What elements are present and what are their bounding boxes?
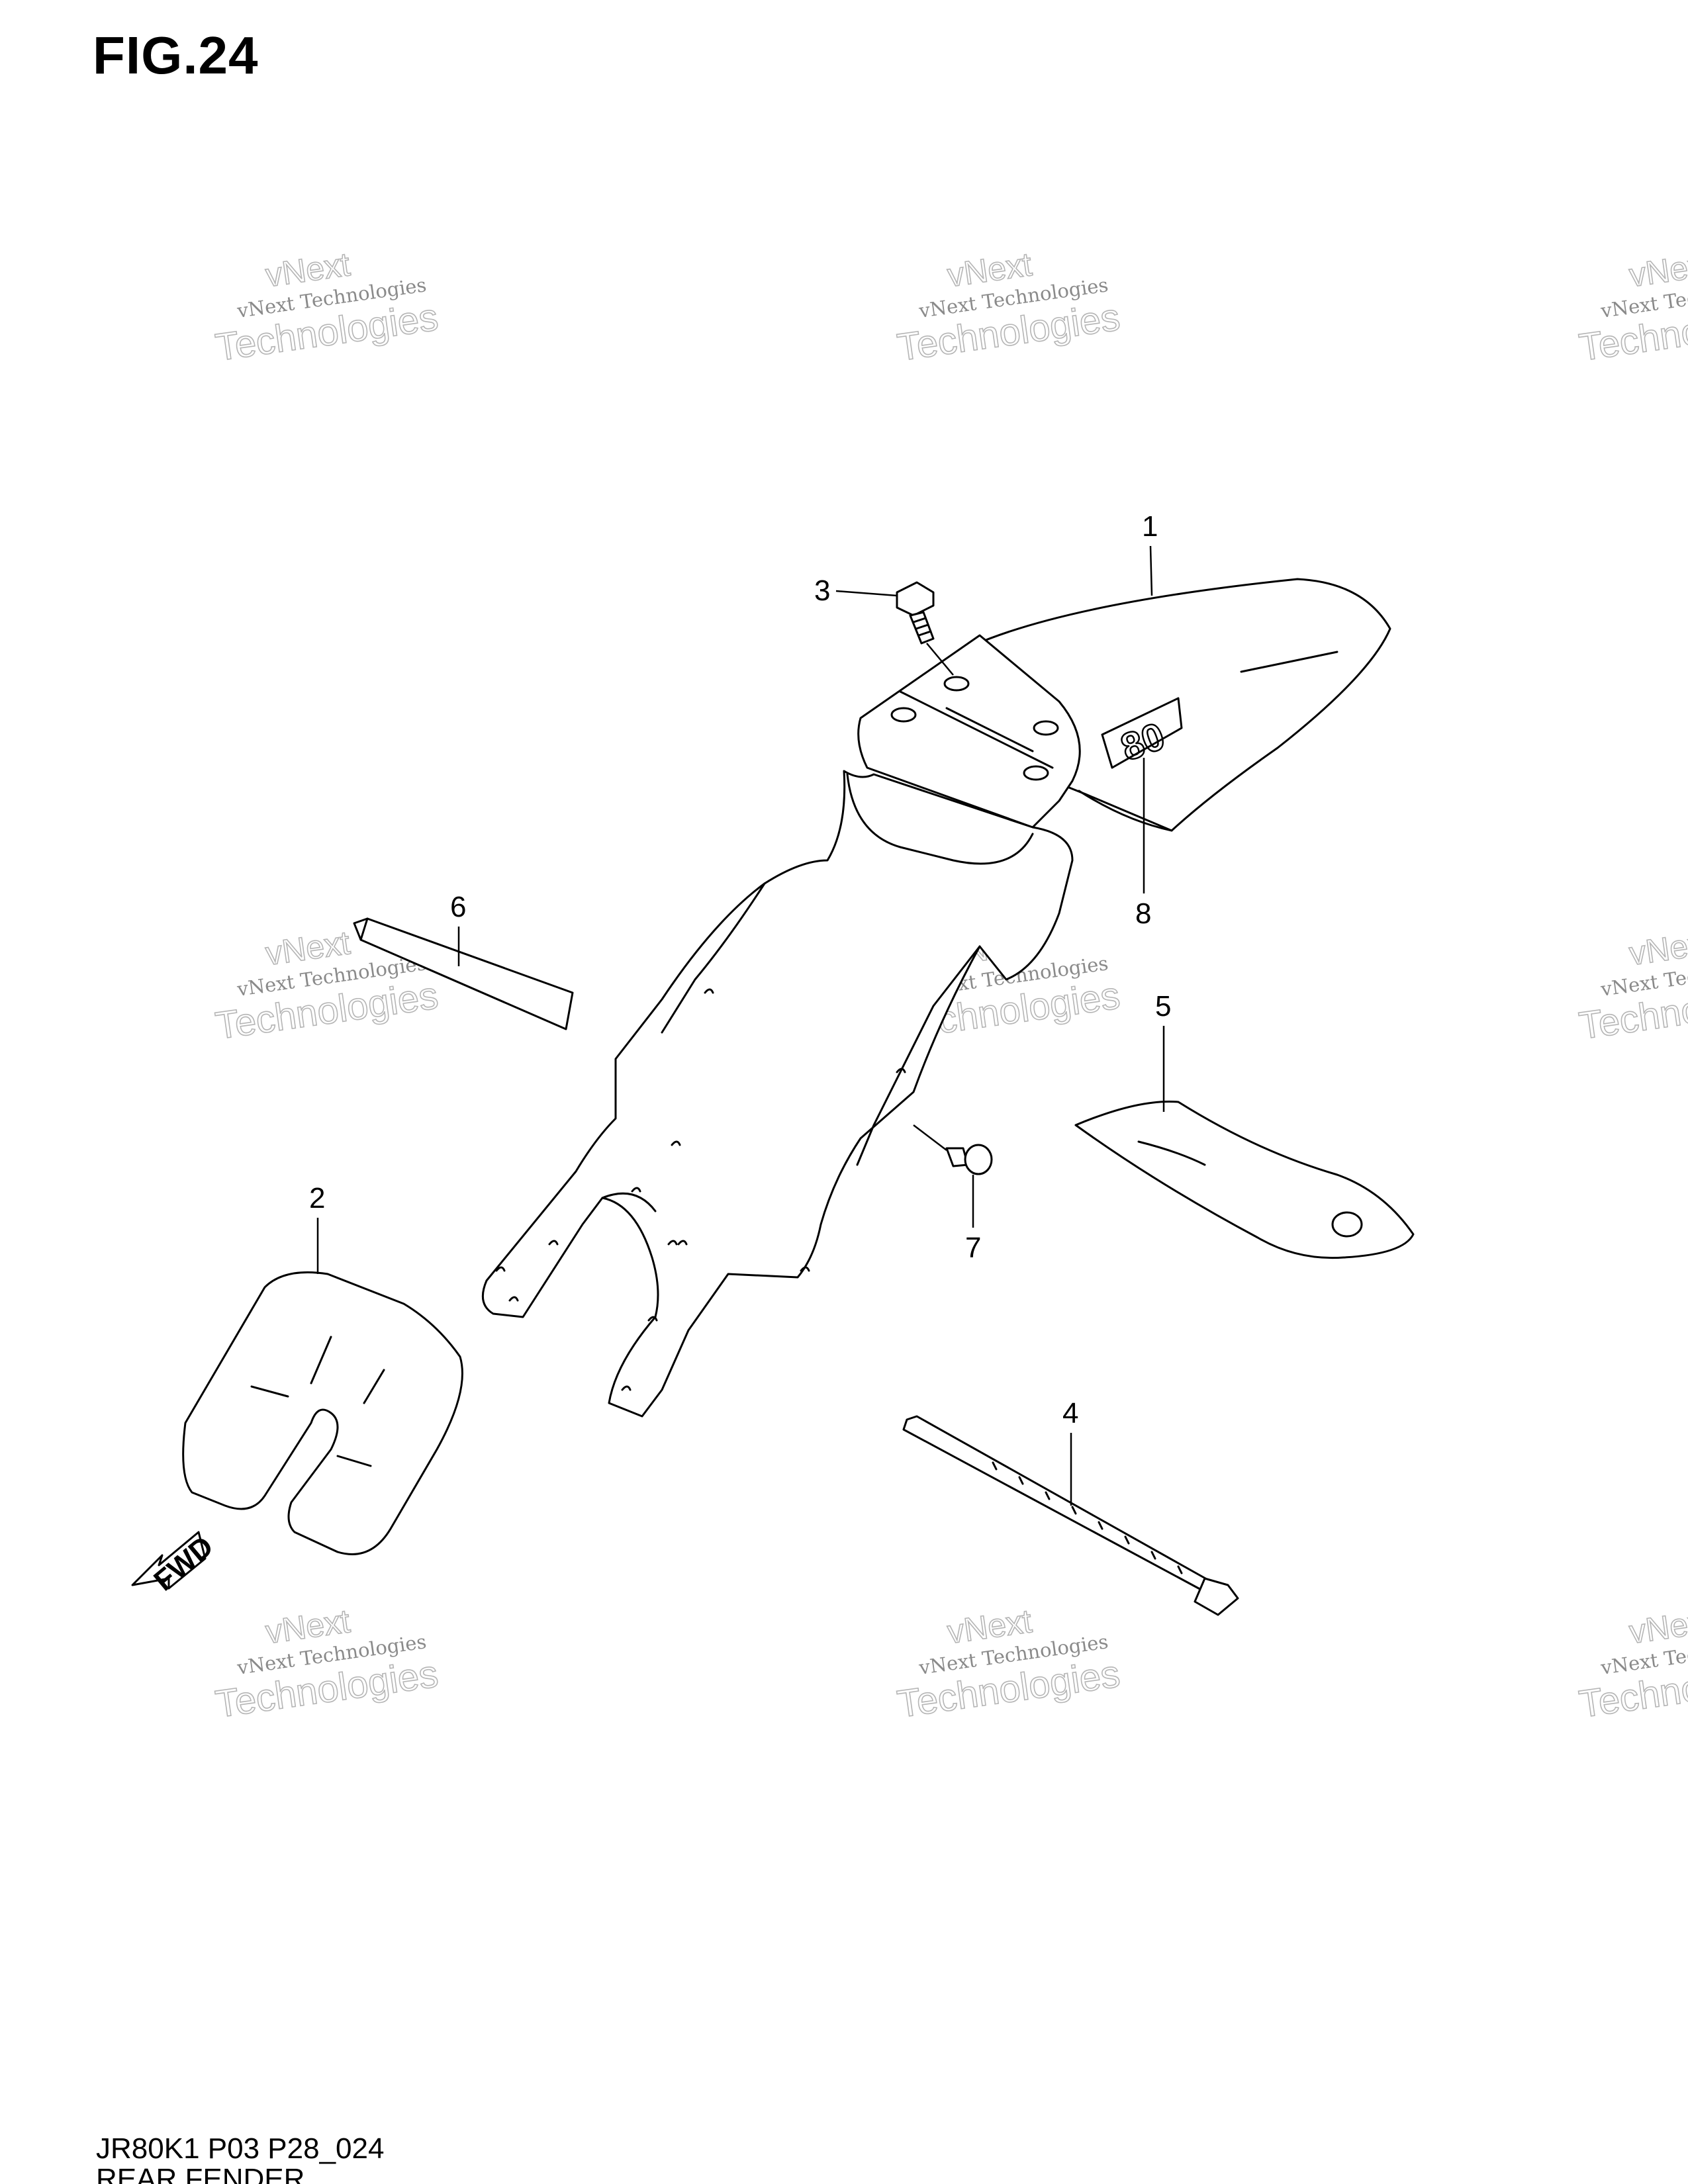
watermark: vNext vNext Technologies Technologies xyxy=(1576,1602,1688,1726)
callout-1: 1 xyxy=(1142,510,1158,543)
bolt-thread xyxy=(912,617,932,637)
leader-3b xyxy=(926,643,954,676)
tail-slot xyxy=(548,1240,559,1246)
cushion-strip-drawing xyxy=(353,917,574,1030)
bolt-head xyxy=(896,581,935,617)
watermark: vNext vNext Technologies Technologies xyxy=(894,1602,1123,1726)
screw-head xyxy=(964,1144,993,1175)
tail-slot xyxy=(677,1240,688,1246)
watermark: vNext vNext Technologies Technologies xyxy=(894,245,1123,369)
callout-6: 6 xyxy=(450,891,466,923)
tail-slot xyxy=(667,1240,678,1246)
mount-hole xyxy=(943,676,970,692)
cable-tie-head xyxy=(1194,1577,1239,1616)
watermark-brand: vNext xyxy=(1627,924,1688,972)
mud-flap-line xyxy=(310,1336,332,1385)
leader-3 xyxy=(835,590,898,597)
tail-slot xyxy=(495,1266,506,1272)
tail-slot xyxy=(800,1266,810,1272)
watermark: vNext vNext Technologies Technologies xyxy=(212,1602,442,1726)
forward-direction-arrow: FWD xyxy=(131,1530,220,1598)
tail-slot xyxy=(896,1068,906,1073)
emblem-plate xyxy=(1101,697,1183,769)
callout-8: 8 xyxy=(1135,897,1151,930)
tail-side-edge xyxy=(856,945,981,1166)
mud-flap-drawing xyxy=(182,1271,463,1555)
tail-inner-ridge xyxy=(846,773,1034,865)
diagram-code: JR80K1 P03 P28_024 xyxy=(96,2132,385,2165)
tail-left-rib xyxy=(661,882,766,1034)
fwd-arrow-shape xyxy=(131,1531,207,1590)
mud-flap-line xyxy=(336,1455,372,1467)
leader-7b xyxy=(913,1124,947,1151)
watermark-brand: vNext xyxy=(1627,1602,1688,1651)
cushion-crease xyxy=(1137,1140,1206,1166)
figure-title: FIG.24 xyxy=(93,26,259,85)
mud-flap-line xyxy=(363,1369,385,1404)
mount-hole xyxy=(890,707,917,723)
tail-slot xyxy=(671,1140,681,1146)
rear-fender-drawing xyxy=(481,578,1391,1418)
fender-rear-rim xyxy=(1078,790,1173,832)
tail-slot xyxy=(621,1385,632,1391)
watermark: vNext vNext Technologies Technologies xyxy=(212,245,442,369)
watermark: vNext vNext Technologies Technologies xyxy=(1576,923,1688,1048)
tail-slot xyxy=(631,1187,641,1193)
tail-slot xyxy=(704,988,714,994)
mount-hole xyxy=(1033,720,1059,736)
cushion-strip xyxy=(353,917,574,1030)
fender-top-crease xyxy=(1240,651,1338,673)
tail-slot xyxy=(647,1316,658,1322)
leader-1 xyxy=(1149,545,1153,596)
tail-center-notch xyxy=(601,1192,657,1212)
fender-mount-ridge xyxy=(945,707,1034,752)
cushion-strip-edge xyxy=(359,917,369,941)
mud-flap-line xyxy=(250,1385,289,1398)
screw-drawing xyxy=(945,1144,993,1175)
bolt-drawing xyxy=(896,581,935,645)
cable-tie-strap xyxy=(902,1415,1213,1593)
callout-2: 2 xyxy=(309,1182,325,1214)
callout-4: 4 xyxy=(1062,1397,1078,1430)
emblem-80-drawing: 80 xyxy=(1101,697,1183,770)
fwd-label: FWD xyxy=(148,1530,219,1598)
cushion-hole xyxy=(1331,1211,1363,1238)
cushion-drawing xyxy=(1074,1100,1415,1259)
mount-hole xyxy=(1023,765,1049,781)
fender-mount-plate xyxy=(857,634,1081,829)
callout-5: 5 xyxy=(1155,990,1171,1023)
callout-7: 7 xyxy=(965,1232,981,1264)
callouts: 1 3 8 6 5 7 2 4 xyxy=(309,510,1171,1506)
cushion xyxy=(1074,1100,1415,1259)
callout-3: 3 xyxy=(814,574,830,607)
watermark-brand: vNext xyxy=(1627,246,1688,294)
mud-flap xyxy=(182,1271,463,1555)
diagram-section-name: REAR FENDER xyxy=(96,2163,305,2184)
fender-tail xyxy=(481,770,1074,1418)
watermark: vNext vNext Technologies Technologies xyxy=(1576,245,1688,369)
fender-mount-ridge xyxy=(899,690,1054,769)
tail-slot xyxy=(508,1296,519,1302)
cable-tie-teeth xyxy=(992,1461,1183,1574)
cable-tie-drawing xyxy=(902,1415,1239,1616)
